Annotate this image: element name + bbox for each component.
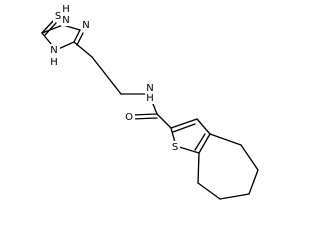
- atom-bg-n-top: [61, 14, 72, 26]
- atom-label-h-top: H: [62, 4, 70, 15]
- atom-label-o: O: [125, 112, 133, 123]
- atom-bg-n-right: [81, 19, 92, 31]
- bond-c-s-thione-double: [44, 22, 57, 36]
- atom-label-s-thione: S: [55, 11, 61, 22]
- molecule-diagram: S H N N N H N H O S: [41, 3, 259, 200]
- atom-label-amide-h: H: [146, 93, 154, 104]
- atom-bg-s-thiophene: [170, 141, 180, 153]
- bond-carbonyl-o-double: [131, 117, 158, 120]
- bond-ring7-c7-c8: [197, 182, 221, 200]
- bond-ring-ethyl-1: [73, 41, 93, 58]
- atom-bg-h-left: [49, 56, 59, 68]
- bond-thiophene-c3a-c8a: [198, 133, 211, 154]
- bond-carbonyl-thiophene: [156, 113, 172, 129]
- bond-ring7-c3a-c4: [209, 133, 242, 146]
- bond-ring7-c8-c8a: [197, 152, 200, 184]
- bond-c-n-top: [41, 24, 64, 34]
- bond-n-right-c-ring: [73, 29, 81, 43]
- bond-ring7-c4-c5: [240, 144, 259, 171]
- atom-label-s-thiophene: S: [172, 142, 178, 153]
- atom-label-n-top: N: [62, 15, 69, 26]
- bond-c-s-thione: [41, 20, 54, 34]
- bond-layer: [41, 20, 259, 200]
- atom-bg-n-left: [49, 44, 60, 56]
- bond-ethyl-1-ethyl-2: [91, 56, 122, 95]
- atom-label-n-left: N: [50, 45, 57, 56]
- bond-thiophene-c3a-c8a-double: [194, 133, 206, 151]
- atom-label-n-right: N: [82, 20, 89, 31]
- atom-bg-o: [124, 111, 135, 123]
- atom-label-amide-n: N: [146, 83, 153, 94]
- bond-ring7-c6-c7: [219, 193, 250, 200]
- bond-carbonyl-o: [131, 113, 158, 116]
- atom-bg-amide-n: [145, 82, 156, 94]
- bond-thiophene-c2-c3-double: [172, 123, 196, 133]
- atom-bg-amide-h: [145, 92, 155, 104]
- atom-bg-s-thione: [53, 10, 63, 22]
- atom-label-layer: S H N N N H N H O S: [49, 3, 180, 153]
- bond-n-right-c-ring-double: [76, 32, 84, 46]
- bond-thiophene-c2-c3: [170, 118, 198, 129]
- molecule-canvas: S H N N N H N H O S: [41, 3, 259, 200]
- atom-label-h-left: H: [50, 57, 58, 68]
- bond-ring7-c5-c6: [248, 169, 259, 195]
- bond-thiophene-c3-c3a: [196, 118, 211, 135]
- atom-bg-h-top: [61, 3, 71, 15]
